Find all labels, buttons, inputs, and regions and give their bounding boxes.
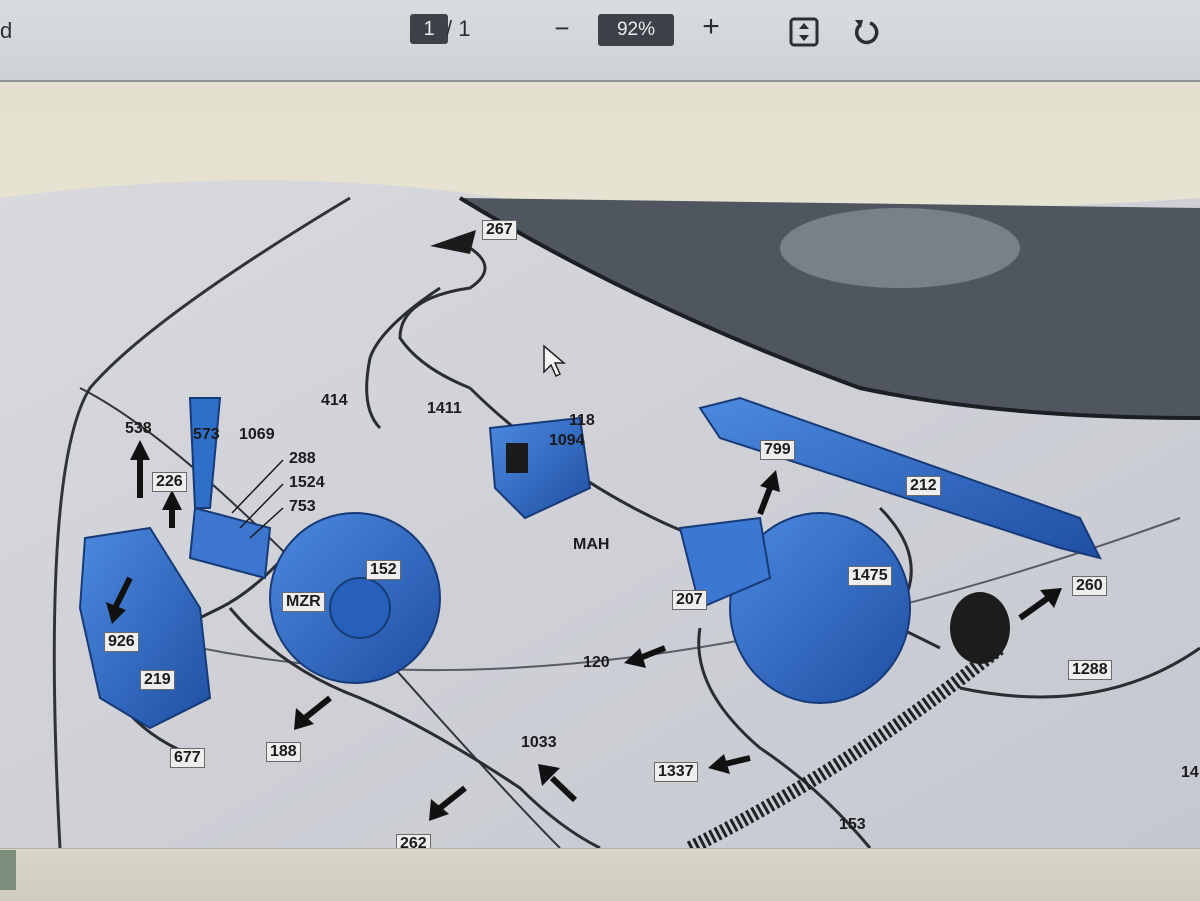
relay-black [506,443,528,473]
callout-1094: 1094 [549,432,585,449]
rotate-button[interactable] [850,16,882,48]
strut-dome [780,208,1020,288]
callout-226: 226 [152,472,187,492]
fit-page-icon [789,17,819,47]
callout-152: 152 [366,560,401,580]
callout-260: 260 [1072,576,1107,596]
corrugated-conduit [686,642,1005,848]
cowl-edge [458,196,1200,420]
zoom-in-button[interactable]: + [702,10,720,43]
callout-1069: 1069 [239,426,275,443]
callout-677: 677 [170,748,205,768]
grommet-black [950,592,1010,664]
page-number-input[interactable]: 1 [410,14,448,44]
callout-538: 538 [125,420,152,437]
callout-219: 219 [140,670,175,690]
callout-1475: 1475 [848,566,892,586]
fit-page-button[interactable] [788,16,820,48]
taskbar-icon[interactable] [0,850,16,890]
callout-188: 188 [266,742,301,762]
callout-753: 753 [289,498,316,515]
callout-MAH: MAH [573,536,610,553]
master-cylinder [678,516,772,610]
zoom-level-input[interactable]: 92% [598,14,674,46]
brake-booster [729,512,911,704]
callout-120: 120 [583,654,610,671]
callout-1411: 1411 [427,400,462,417]
diagram-page: 267 414 1411 118 1094 538 573 1069 288 2… [0,88,1200,854]
pdf-toolbar: d 1 / 1 − 92% + [0,0,1200,82]
callout-288: 288 [289,450,316,467]
abs-center [329,577,391,639]
status-bar [0,848,1200,901]
callout-1337: 1337 [654,762,698,782]
control-module [188,506,272,580]
callout-1033: 1033 [521,734,557,751]
mouse-cursor-icon [543,344,566,378]
callout-267: 267 [482,220,517,240]
callout-153: 153 [839,816,866,833]
callout-799: 799 [760,440,795,460]
callout-207: 207 [672,590,707,610]
callout-212: 212 [906,476,941,496]
callout-414: 414 [321,392,348,409]
callout-926: 926 [104,632,139,652]
pointer-267 [430,230,476,254]
callout-MZR: MZR [282,592,325,612]
reservoir-left [78,526,212,730]
page-total: / 1 [446,16,471,41]
callout-118: 118 [569,412,595,429]
zoom-out-button[interactable]: − [554,13,570,43]
bracket-573 [188,397,222,509]
document-title: d [0,18,13,43]
callout-1524: 1524 [289,474,325,491]
engine-bay-diagram [0,180,1200,848]
callout-573: 573 [193,426,220,443]
wiper-linkage [698,396,1102,560]
callout-1288: 1288 [1068,660,1112,680]
callout-14: 14 [1181,764,1199,781]
rotate-icon [854,20,879,45]
leader-arrows [106,440,1062,821]
